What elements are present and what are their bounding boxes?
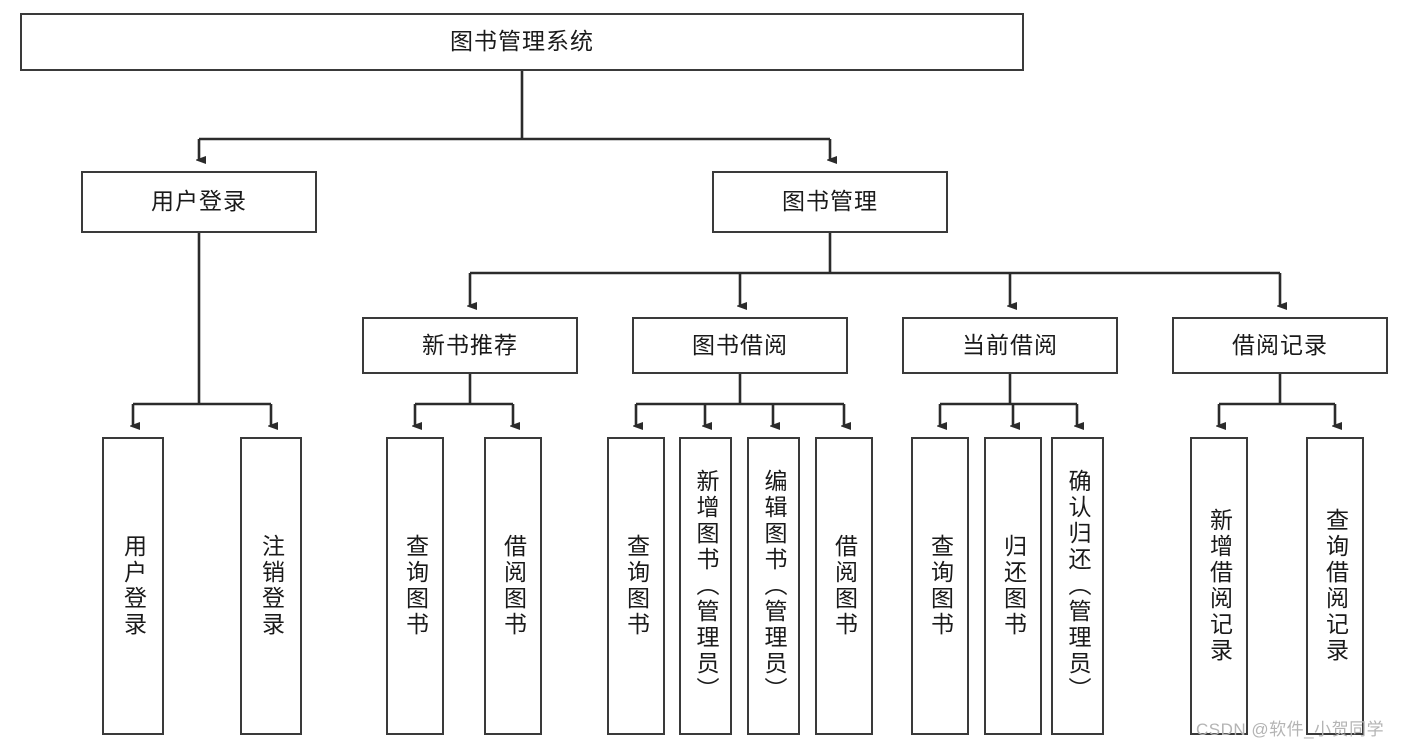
node-user-login-label: 用户登录 bbox=[151, 188, 247, 215]
node-book-borrow[interactable]: 图书借阅 bbox=[632, 317, 848, 374]
leaf-logout-label: 注销登录 bbox=[258, 534, 285, 638]
leaf-query-book-current[interactable]: 查询图书 bbox=[911, 437, 969, 735]
node-root-label: 图书管理系统 bbox=[450, 28, 594, 55]
node-current-borrow[interactable]: 当前借阅 bbox=[902, 317, 1118, 374]
leaf-confirm-return-admin-label: 确认归还（管理员） bbox=[1065, 469, 1091, 703]
leaf-user-login[interactable]: 用户登录 bbox=[102, 437, 164, 735]
leaf-borrow-book[interactable]: 借阅图书 bbox=[815, 437, 873, 735]
leaf-add-borrow-record[interactable]: 新增借阅记录 bbox=[1190, 437, 1248, 735]
leaf-query-book-borrow-label: 查询图书 bbox=[623, 534, 650, 638]
leaf-edit-book-admin-label: 编辑图书（管理员） bbox=[761, 469, 787, 703]
node-book-borrow-label: 图书借阅 bbox=[692, 331, 788, 358]
node-borrow-record[interactable]: 借阅记录 bbox=[1172, 317, 1388, 374]
node-user-login[interactable]: 用户登录 bbox=[81, 171, 317, 233]
node-current-borrow-label: 当前借阅 bbox=[962, 331, 1058, 358]
leaf-return-book-label: 归还图书 bbox=[1000, 534, 1027, 638]
leaf-borrow-book-label: 借阅图书 bbox=[831, 534, 858, 638]
leaf-confirm-return-admin[interactable]: 确认归还（管理员） bbox=[1051, 437, 1104, 735]
node-root[interactable]: 图书管理系统 bbox=[20, 13, 1024, 71]
leaf-borrow-book-rec-label: 借阅图书 bbox=[500, 534, 527, 638]
leaf-query-book-borrow[interactable]: 查询图书 bbox=[607, 437, 665, 735]
leaf-user-login-label: 用户登录 bbox=[120, 534, 147, 638]
leaf-query-borrow-record[interactable]: 查询借阅记录 bbox=[1306, 437, 1364, 735]
node-borrow-record-label: 借阅记录 bbox=[1232, 331, 1328, 358]
node-new-book-recommendation-label: 新书推荐 bbox=[422, 331, 518, 358]
node-new-book-recommendation[interactable]: 新书推荐 bbox=[362, 317, 578, 374]
node-book-management[interactable]: 图书管理 bbox=[712, 171, 948, 233]
leaf-borrow-book-rec[interactable]: 借阅图书 bbox=[484, 437, 542, 735]
leaf-add-book-admin-label: 新增图书（管理员） bbox=[693, 469, 719, 703]
node-book-management-label: 图书管理 bbox=[782, 188, 878, 215]
leaf-logout[interactable]: 注销登录 bbox=[240, 437, 302, 735]
leaf-query-borrow-record-label: 查询借阅记录 bbox=[1322, 508, 1349, 664]
leaf-query-book-rec-label: 查询图书 bbox=[402, 534, 429, 638]
leaf-query-book-rec[interactable]: 查询图书 bbox=[386, 437, 444, 735]
leaf-edit-book-admin[interactable]: 编辑图书（管理员） bbox=[747, 437, 800, 735]
leaf-query-book-current-label: 查询图书 bbox=[927, 534, 954, 638]
leaf-add-borrow-record-label: 新增借阅记录 bbox=[1206, 508, 1233, 664]
leaf-return-book[interactable]: 归还图书 bbox=[984, 437, 1042, 735]
leaf-add-book-admin[interactable]: 新增图书（管理员） bbox=[679, 437, 732, 735]
